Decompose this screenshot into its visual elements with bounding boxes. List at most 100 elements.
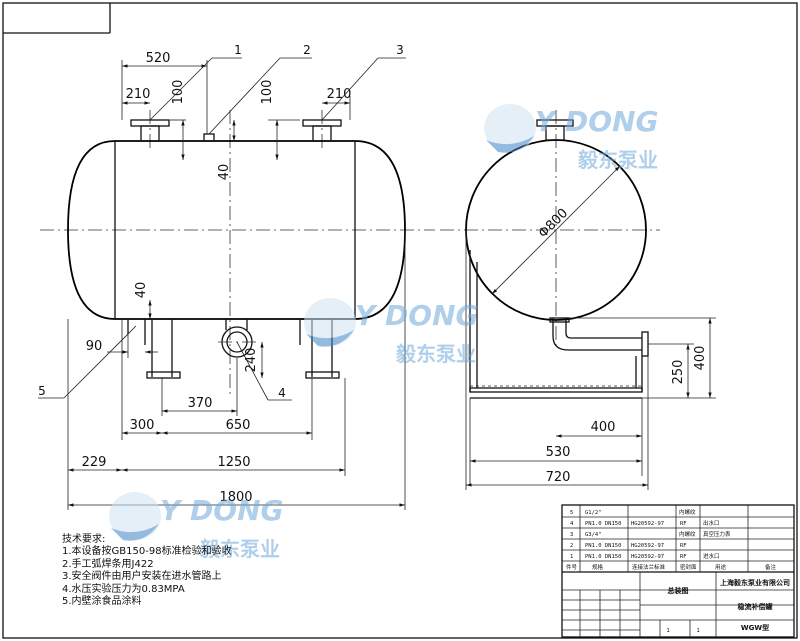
svg-text:530: 530 — [546, 445, 571, 460]
front-view: 520 210 100 100 210 40 40 — [38, 43, 435, 510]
parts-row-1: 1 PN1.0 DN150 HG20592-97 RF 进水口 — [570, 552, 720, 560]
side-support-frame — [469, 250, 643, 399]
dimension-720: 720 — [465, 230, 649, 490]
svg-text:用途: 用途 — [715, 563, 727, 571]
svg-text:PN1.0 DN150: PN1.0 DN150 — [585, 554, 621, 560]
svg-text:720: 720 — [546, 470, 571, 485]
svg-text:毅东泵业: 毅东泵业 — [395, 342, 476, 366]
svg-text:总装图: 总装图 — [668, 586, 689, 595]
svg-text:4: 4 — [570, 521, 574, 527]
svg-text:PN1.0 DN150: PN1.0 DN150 — [585, 543, 621, 549]
svg-text:1: 1 — [234, 43, 242, 57]
svg-text:40: 40 — [134, 282, 149, 299]
svg-text:100: 100 — [260, 80, 275, 105]
dimension-210-right: 210 — [322, 87, 351, 120]
dimension-530: 530 — [469, 398, 642, 486]
dimension-400-width: 400 — [556, 398, 643, 476]
balloon-5: 5 — [38, 325, 137, 399]
balloon-4: 4 — [236, 341, 292, 401]
svg-text:2: 2 — [570, 543, 573, 549]
svg-text:Y DONG: Y DONG — [535, 105, 658, 138]
svg-text:400: 400 — [591, 420, 616, 435]
svg-text:内螺纹: 内螺纹 — [679, 530, 696, 538]
dimension-210-left: 210 — [122, 87, 150, 105]
dimension-370: 370 — [161, 358, 238, 416]
svg-text:G1/2": G1/2" — [585, 510, 602, 516]
svg-text:3: 3 — [570, 532, 573, 538]
svg-text:真空压力表: 真空压力表 — [703, 530, 731, 538]
svg-text:1: 1 — [696, 628, 699, 634]
svg-text:连接法兰标准: 连接法兰标准 — [632, 563, 666, 571]
svg-text:370: 370 — [188, 396, 213, 411]
note-item: 4.水压实验压力为0.83MPA — [62, 583, 185, 595]
svg-text:Y DONG: Y DONG — [355, 299, 478, 332]
dimension-300-650: 300 650 — [121, 319, 313, 440]
watermark-top-right: Y DONG 毅东泵业 — [484, 104, 658, 172]
svg-text:HG20592-97: HG20592-97 — [631, 554, 664, 560]
svg-text:4: 4 — [278, 386, 286, 400]
balloon-3: 3 — [321, 43, 406, 121]
svg-text:40: 40 — [217, 164, 232, 181]
svg-text:250: 250 — [671, 360, 686, 385]
note-item: 2.手工弧焊条用J422 — [62, 558, 154, 570]
svg-text:毅东泵业: 毅东泵业 — [199, 537, 280, 561]
note-item: 5.内壁涂食品涂料 — [62, 596, 142, 608]
svg-text:毅东泵业: 毅东泵业 — [577, 148, 658, 172]
svg-text:650: 650 — [226, 418, 251, 433]
svg-text:规格: 规格 — [592, 563, 604, 571]
svg-text:1: 1 — [570, 554, 573, 560]
svg-text:件号: 件号 — [566, 563, 578, 571]
technical-requirements: 技术要求: 1.本设备按GB150-98标准检验和验收 2.手工弧焊条用J422… — [62, 534, 302, 608]
dimension-90: 90 — [86, 334, 158, 358]
side-outlet-pipe — [549, 317, 649, 357]
dimension-1800: 1800 — [67, 230, 406, 510]
svg-text:G3/4": G3/4" — [585, 532, 602, 538]
side-view: Φ800 400 250 400 530 720 — [440, 110, 716, 490]
dimension-400-height: 400 — [570, 317, 716, 399]
watermark-center: Y DONG 毅东泵业 — [304, 298, 478, 366]
svg-text:RF: RF — [680, 554, 687, 560]
svg-text:进水口: 进水口 — [703, 552, 720, 560]
parts-table: 5 G1/2" 内螺纹 4 PN1.0 DN150 HG20592-97 RF … — [561, 504, 795, 638]
svg-text:PN1.0 DN150: PN1.0 DN150 — [585, 521, 621, 527]
svg-text:400: 400 — [693, 346, 708, 371]
svg-text:上海毅东泵业有限公司: 上海毅东泵业有限公司 — [720, 578, 790, 587]
dimension-40-bottom: 40 — [134, 282, 152, 319]
balloon-1: 1 — [149, 43, 242, 121]
dimension-229-1250: 229 1250 — [68, 378, 346, 476]
dimension-240: 240 — [244, 342, 264, 378]
svg-text:1250: 1250 — [217, 455, 250, 470]
svg-text:300: 300 — [130, 418, 155, 433]
svg-text:HG20592-97: HG20592-97 — [631, 543, 664, 549]
svg-text:密封面: 密封面 — [680, 563, 697, 571]
svg-text:90: 90 — [86, 339, 103, 354]
svg-text:1800: 1800 — [219, 490, 252, 505]
parts-row-5: 5 G1/2" 内螺纹 — [570, 508, 696, 516]
parts-row-4: 4 PN1.0 DN150 HG20592-97 RF 出水口 — [570, 519, 720, 527]
svg-text:520: 520 — [146, 51, 171, 66]
top-nozzle-2 — [203, 133, 215, 142]
svg-text:210: 210 — [327, 87, 352, 102]
svg-text:RF: RF — [680, 521, 687, 527]
svg-text:HG20592-97: HG20592-97 — [631, 521, 664, 527]
parts-table-header: 件号 规格 连接法兰标准 密封面 用途 备注 — [566, 563, 777, 571]
svg-text:稳流补偿罐: 稳流补偿罐 — [738, 602, 773, 611]
notes-title: 技术要求: — [62, 534, 106, 545]
parts-row-2: 2 PN1.0 DN150 HG20592-97 RF — [570, 543, 687, 549]
svg-text:2: 2 — [303, 43, 311, 57]
side-top-nozzle — [536, 119, 574, 141]
svg-text:1: 1 — [666, 628, 669, 634]
title-block: 总装图 上海毅东泵业有限公司 稳流补偿罐 WGW型 1 1 — [562, 572, 794, 637]
svg-text:5: 5 — [570, 510, 573, 516]
watermark-bottom-left: Y DONG 毅东泵业 — [109, 492, 283, 561]
note-item: 1.本设备按GB150-98标准检验和验收 — [62, 546, 232, 558]
left-support-leg — [127, 319, 181, 379]
svg-text:229: 229 — [82, 455, 107, 470]
balloon-2: 2 — [208, 43, 312, 135]
dimension-520: 520 — [121, 51, 208, 134]
svg-text:备注: 备注 — [765, 563, 777, 571]
parts-row-3: 3 G3/4" 内螺纹 真空压力表 — [570, 530, 731, 538]
svg-text:内螺纹: 内螺纹 — [679, 508, 696, 516]
